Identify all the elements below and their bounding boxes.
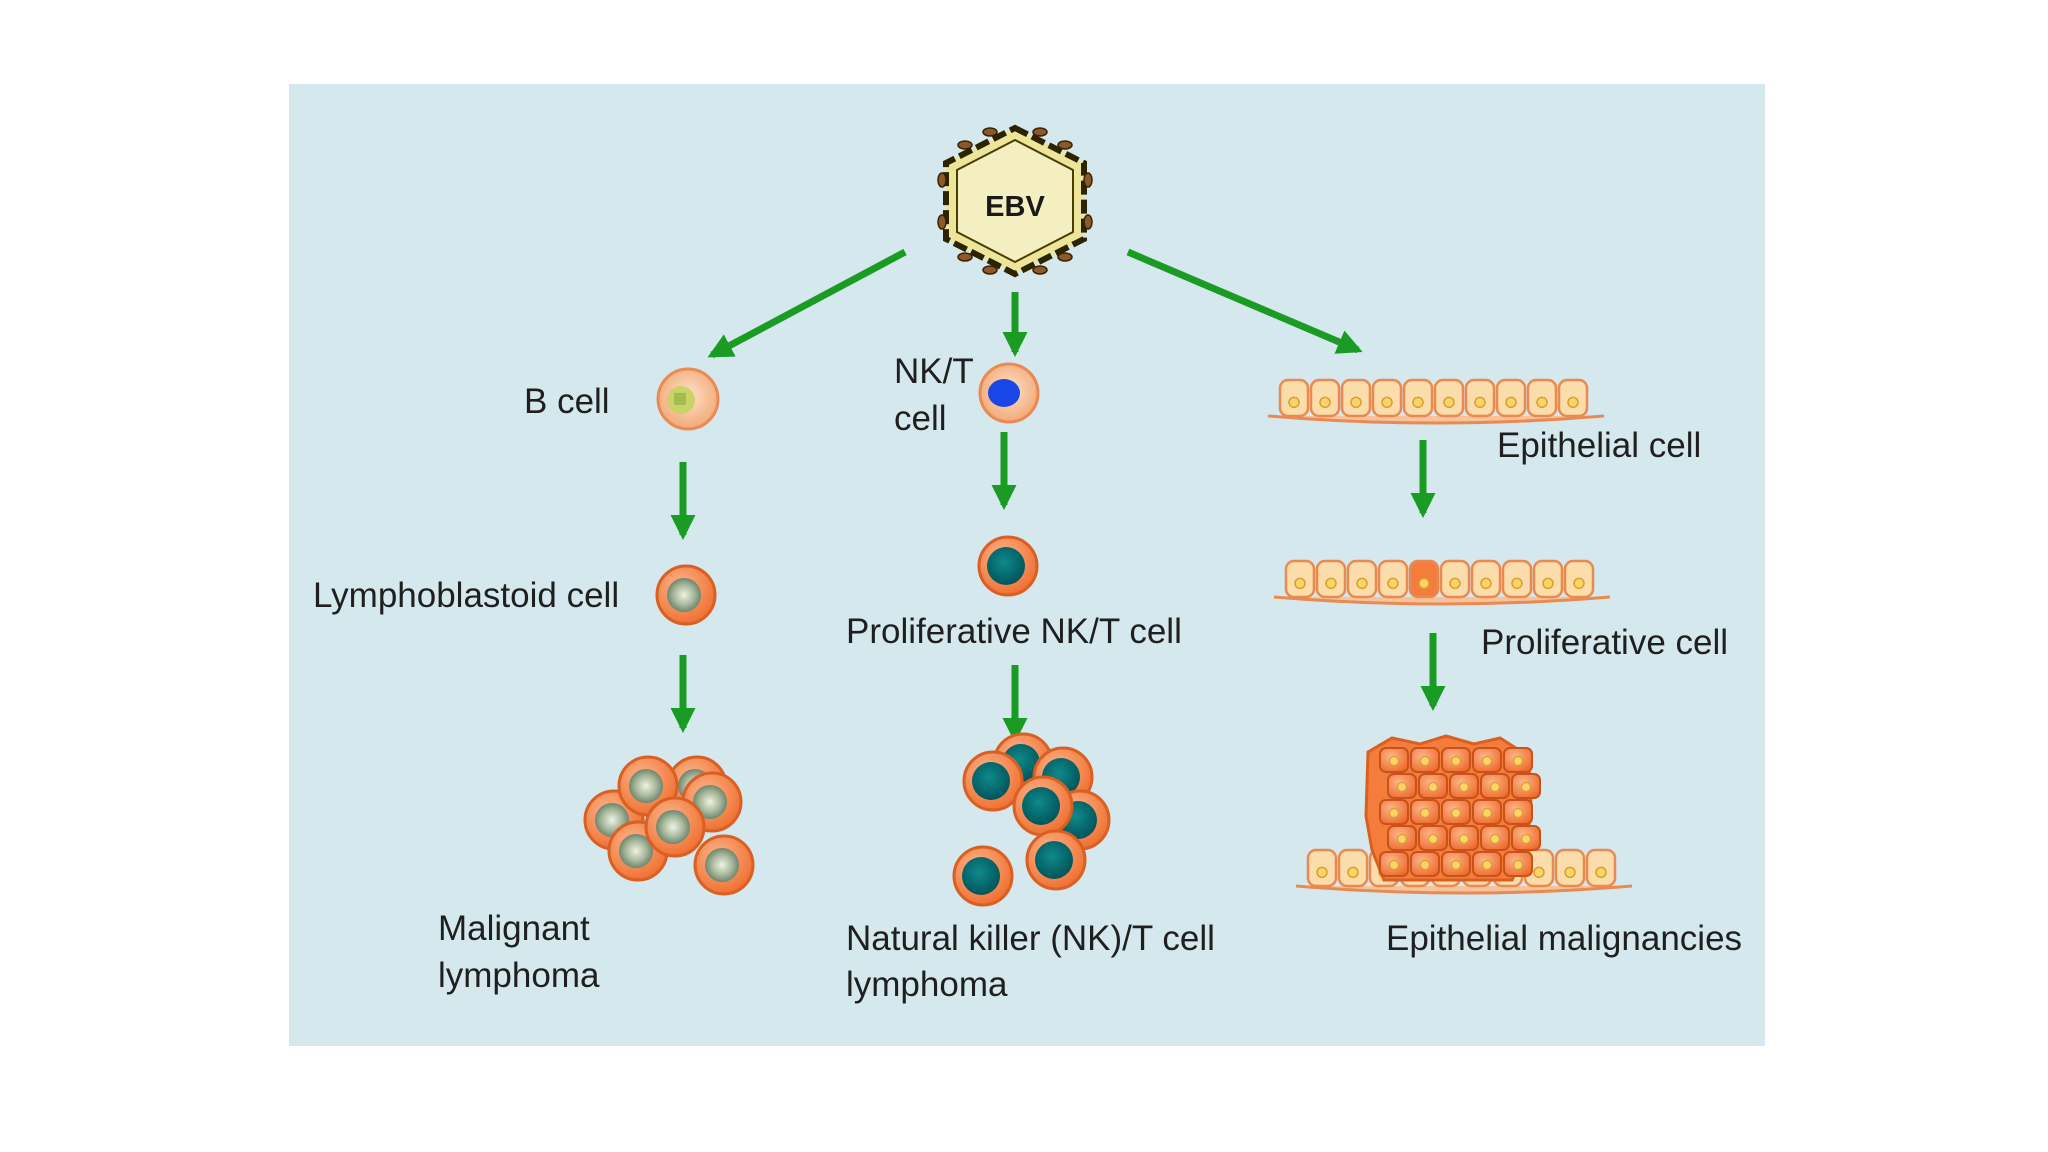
- epithelial-branch: Epithelial cell Proliferative cell Epith…: [1267, 378, 1742, 958]
- ebv-label: EBV: [985, 191, 1045, 223]
- nkt-cell-icon: [978, 362, 1040, 424]
- epithelial-cell-layer-icon: [1267, 378, 1605, 425]
- nkt-lymphoma-cluster-icon: [952, 732, 1111, 907]
- proliferative-nkt-cell-label: Proliferative NK/T cell: [846, 612, 1182, 651]
- b-cell-branch: B cell Lymphoblastoid cell Malignant lym…: [313, 367, 755, 995]
- nkt-cell-branch: NK/T cell Proliferative NK/T cell Natura…: [846, 352, 1215, 1004]
- nkt-cell-label-line2: cell: [894, 399, 947, 438]
- lymphoblastoid-cell-label: Lymphoblastoid cell: [313, 576, 619, 615]
- epithelial-tumor-mass-icon: [1295, 734, 1633, 895]
- proliferative-nkt-cell-icon: [977, 535, 1039, 597]
- b-cell-icon: [656, 367, 720, 431]
- ebv-virus: EBV: [937, 124, 1093, 278]
- arrow-ebv-to-epithelial-cell: [1126, 248, 1363, 354]
- nkt-lymphoma-label-line2: lymphoma: [846, 965, 1008, 1004]
- proliferative-cell-label: Proliferative cell: [1481, 623, 1728, 662]
- arrow-ebv-to-b-cell: [707, 248, 907, 359]
- malignant-lymphoma-label-line2: lymphoma: [438, 956, 600, 995]
- proliferative-epithelial-layer-icon: [1273, 559, 1611, 606]
- malignant-lymphoma-cluster-icon: [583, 755, 755, 896]
- epithelial-malignancies-label: Epithelial malignancies: [1386, 919, 1742, 958]
- nkt-cell-label-line1: NK/T: [894, 352, 974, 391]
- b-cell-label: B cell: [524, 382, 610, 421]
- arrows: [670, 248, 1446, 744]
- epithelial-cell-label: Epithelial cell: [1497, 426, 1701, 465]
- nkt-lymphoma-label-line1: Natural killer (NK)/T cell: [846, 919, 1215, 958]
- lymphoblastoid-cell-icon: [655, 564, 717, 626]
- malignant-lymphoma-label-line1: Malignant: [438, 909, 590, 948]
- viral-spikes-icon: [937, 127, 1093, 275]
